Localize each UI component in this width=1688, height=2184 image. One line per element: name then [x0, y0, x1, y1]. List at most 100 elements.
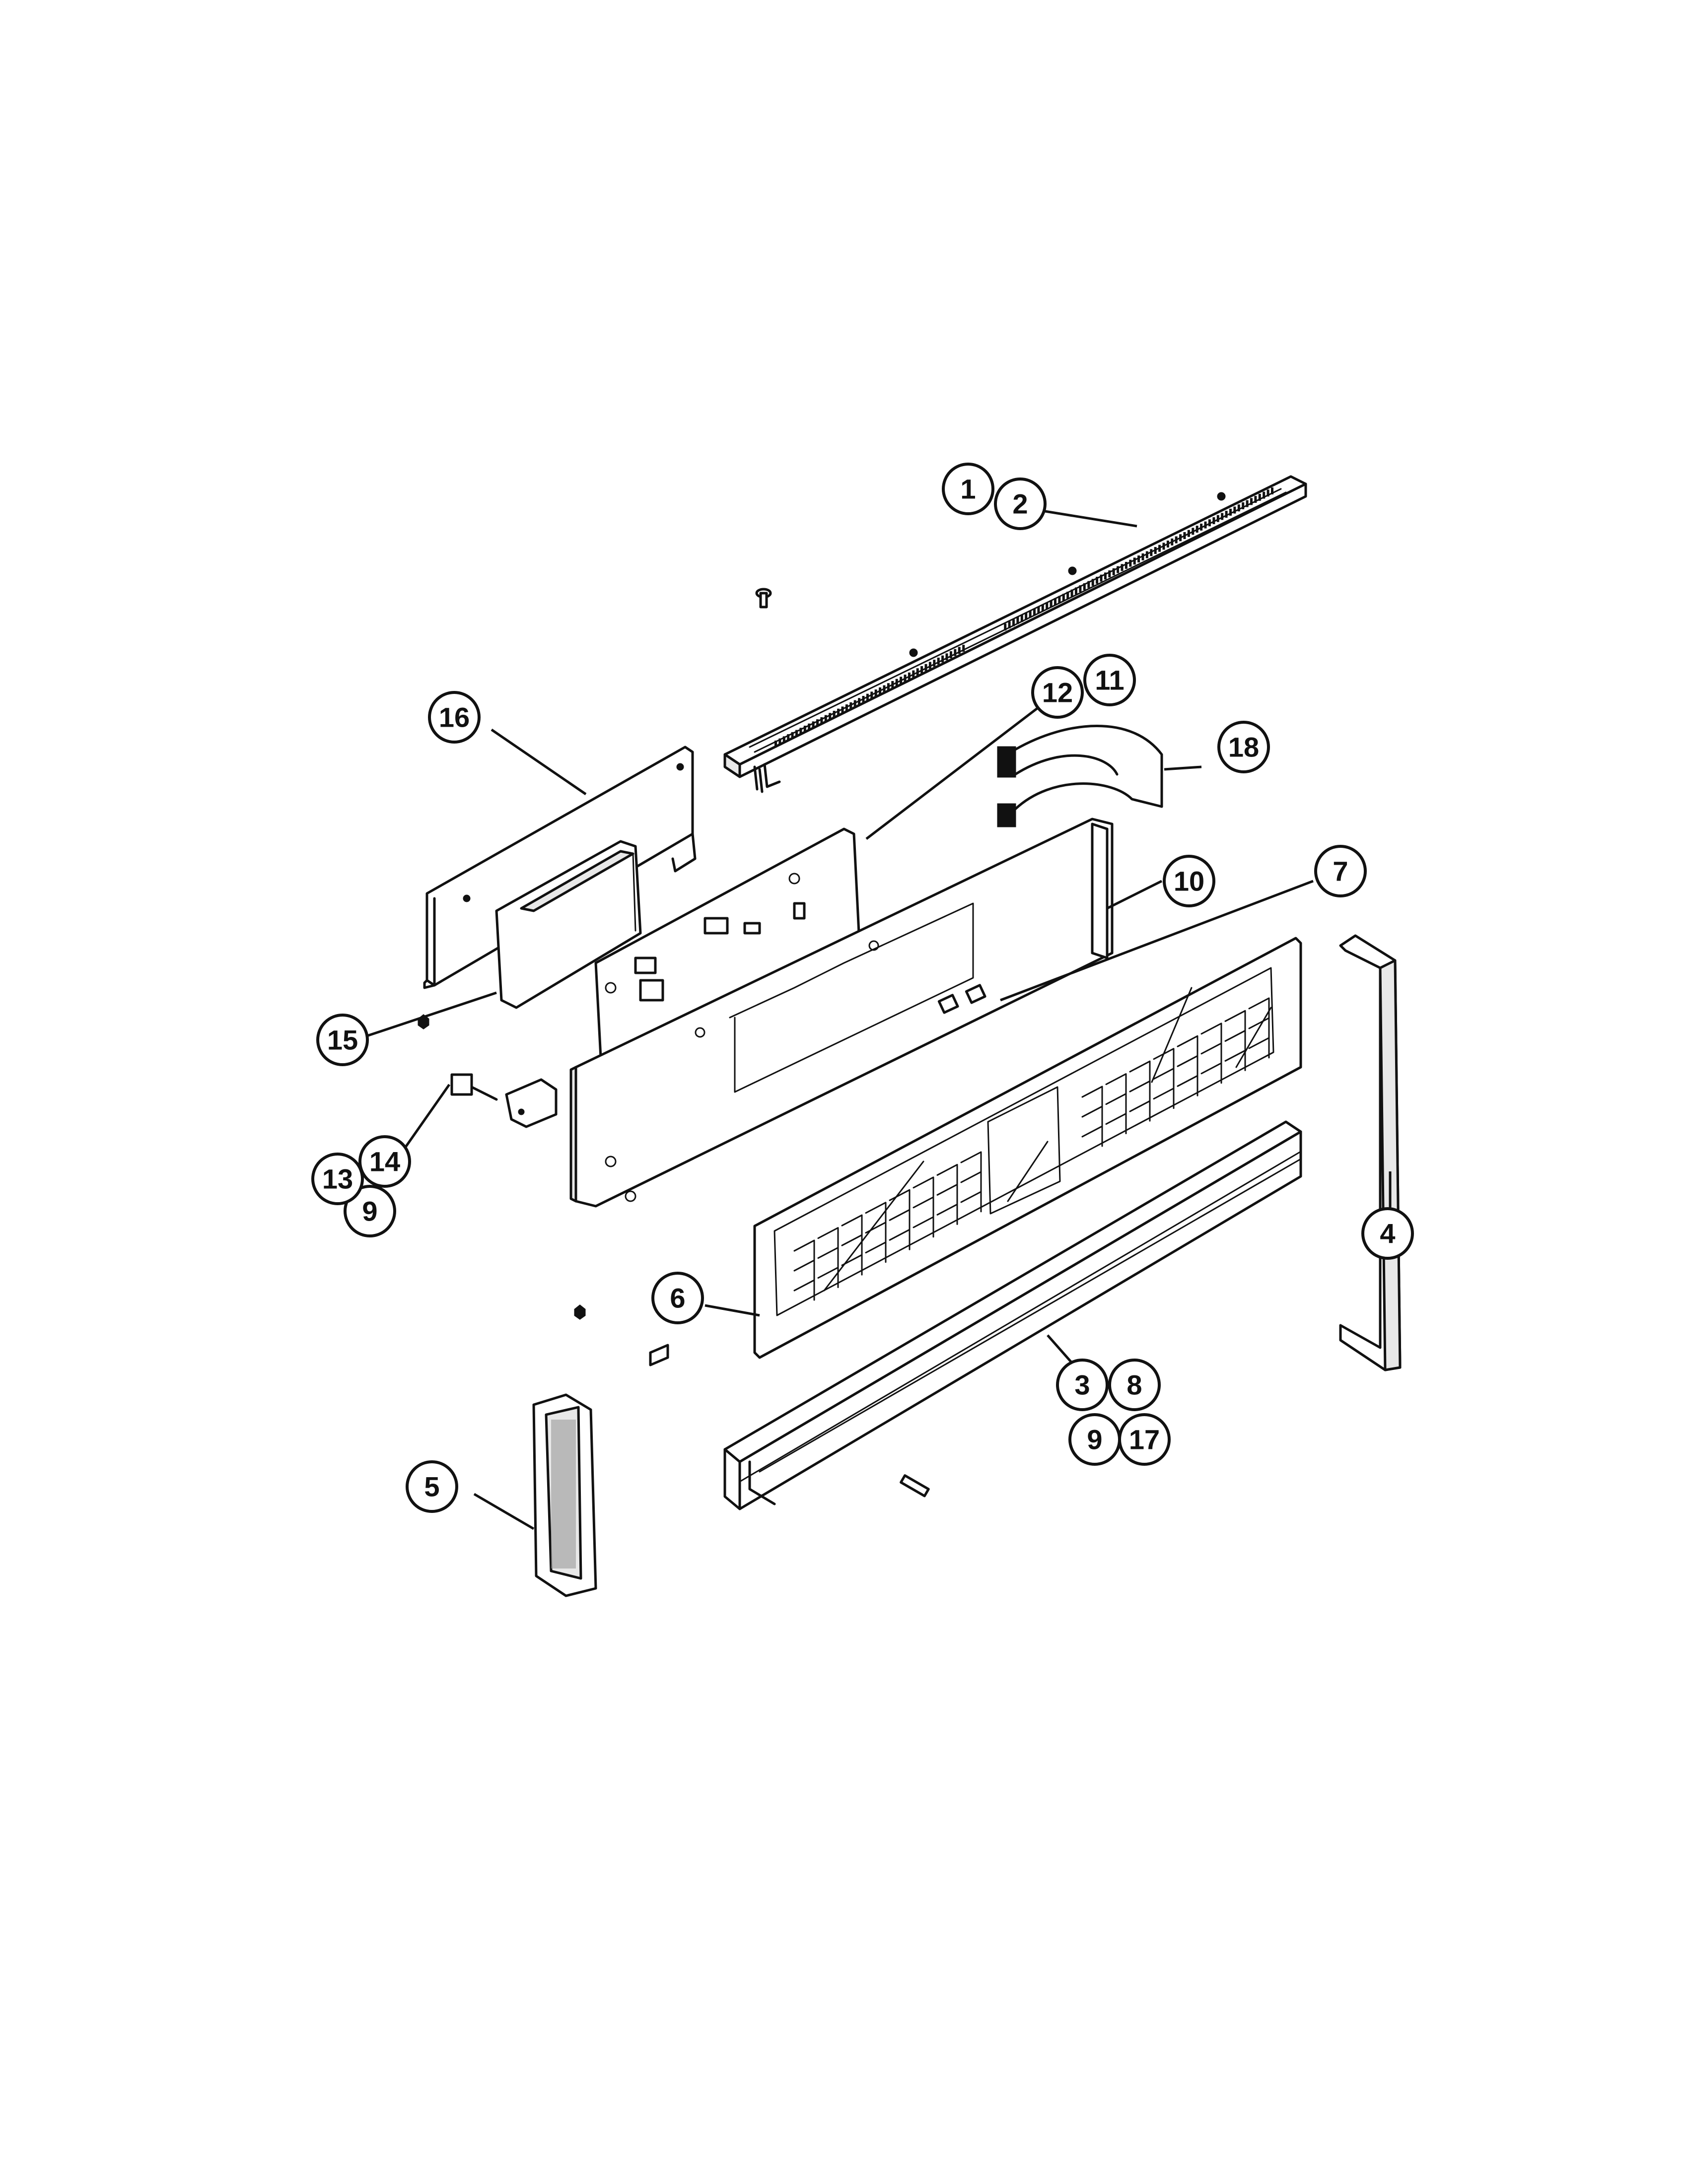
glass-panel-grid-cell — [1177, 1035, 1198, 1057]
vent-slot — [1075, 587, 1077, 595]
glass-panel-grid-cell — [936, 1203, 958, 1225]
vent-slot — [1200, 523, 1203, 531]
vent-slot — [1150, 549, 1153, 556]
vent-slot — [1129, 559, 1132, 567]
vent-slot — [1046, 602, 1049, 610]
glass-panel-grid-cell — [1129, 1080, 1151, 1102]
glass-panel-grid-cell — [960, 1171, 982, 1193]
vent-slot — [1266, 489, 1269, 497]
vent-slot — [1041, 604, 1044, 612]
callout-5: 5 — [406, 1460, 458, 1513]
vent-slot — [924, 664, 927, 671]
vent-slot — [1208, 519, 1211, 527]
svg-text:7: 7 — [1333, 856, 1348, 887]
callout-8: 8 — [1108, 1359, 1161, 1411]
svg-text:2: 2 — [1012, 488, 1028, 520]
part-18-ribbon-cable — [997, 725, 1163, 827]
part-10-panel-frame — [569, 818, 1114, 1208]
glass-panel-grid-cell — [913, 1176, 934, 1198]
glass-panel-grid-cell — [960, 1151, 982, 1173]
callout-13: 13 — [311, 1153, 364, 1205]
vent-slot — [1016, 617, 1019, 624]
vent-slot — [1271, 487, 1273, 494]
vent-slot — [908, 672, 911, 680]
part-4-right-end-cap — [1339, 934, 1402, 1371]
callout-group: 1 2 3 4 5 6 7 8 9 9 10 11 12 13 14 15 16… — [311, 463, 1414, 1513]
svg-text:1: 1 — [960, 474, 976, 505]
svg-text:14: 14 — [369, 1146, 400, 1177]
vent-slot — [912, 670, 915, 678]
vent-slot — [874, 689, 877, 697]
vent-slot — [928, 662, 931, 669]
glass-panel-grid-cell — [960, 1191, 982, 1213]
vent-slot — [958, 647, 961, 654]
callout-17: 17 — [1118, 1413, 1171, 1466]
vent-slot — [820, 717, 823, 724]
glass-panel-grid-cell — [1224, 1010, 1246, 1031]
vent-slot — [1100, 574, 1103, 582]
svg-text:10: 10 — [1174, 866, 1204, 897]
vent-slot — [1221, 513, 1224, 520]
vent-slot — [933, 660, 936, 667]
vent-slot — [841, 706, 844, 714]
vent-slot — [1229, 508, 1232, 516]
glass-panel-grid-cell — [793, 1239, 815, 1261]
glass-panel-grid-cell — [1129, 1060, 1151, 1082]
vent-slot — [1246, 500, 1249, 507]
svg-text:17: 17 — [1129, 1424, 1160, 1455]
glass-panel-grid-cell — [1248, 1037, 1270, 1059]
vent-slot — [1125, 562, 1127, 569]
vent-slot — [1112, 568, 1115, 575]
callout-6: 6 — [651, 1272, 704, 1324]
vent-slot — [1154, 547, 1157, 554]
vent-slot — [1145, 551, 1148, 558]
callout-1: 1 — [942, 463, 994, 515]
callout-14: 14 — [358, 1135, 411, 1188]
glass-panel-grid-cell — [1200, 1042, 1222, 1064]
glass-panel-grid-cell — [1153, 1068, 1175, 1090]
vent-slot — [1237, 504, 1240, 512]
vent-slot — [945, 653, 948, 661]
vent-slot — [1242, 502, 1245, 509]
vent-slot — [900, 677, 903, 684]
vent-slot — [1175, 536, 1178, 544]
vent-slot — [816, 719, 819, 727]
vent-slot — [787, 734, 790, 742]
svg-text:3: 3 — [1074, 1369, 1090, 1401]
vent-slot — [1166, 541, 1169, 548]
vent-slot — [1108, 570, 1111, 578]
glass-panel-grid-cell — [1200, 1023, 1222, 1044]
vent-slot — [795, 730, 798, 737]
vent-slot — [829, 713, 832, 720]
vent-slot — [1162, 543, 1165, 550]
vent-slot — [1192, 528, 1195, 535]
vent-slot — [962, 645, 965, 652]
svg-text:18: 18 — [1228, 732, 1259, 763]
glass-panel-grid-cell — [936, 1163, 958, 1185]
vent-slot — [887, 683, 890, 690]
glass-panel-grid-cell — [1177, 1055, 1198, 1077]
vent-slot — [812, 721, 815, 729]
glass-panel-grid-cell — [1081, 1086, 1103, 1107]
glass-panel-grid-cell — [817, 1247, 839, 1269]
glass-panel-grid-cell — [1224, 1029, 1246, 1051]
glass-panel-grid-cell — [1248, 1017, 1270, 1039]
svg-text:5: 5 — [424, 1471, 439, 1502]
vent-slot — [1196, 526, 1198, 533]
part-3-bottom-extrusion — [723, 1120, 1302, 1510]
vent-slot — [941, 655, 944, 663]
vent-slot — [778, 738, 781, 746]
vent-slot — [891, 681, 894, 688]
vent-slot — [824, 715, 827, 722]
vent-slot — [1008, 621, 1011, 628]
glass-panel-grid-cell — [936, 1183, 958, 1205]
vent-slot — [1054, 598, 1056, 605]
vent-slot — [791, 732, 794, 739]
callout-7: 7 — [1314, 845, 1367, 897]
vent-slot — [916, 668, 919, 676]
callout-3: 3 — [1056, 1359, 1109, 1411]
glass-panel-grid-cell — [889, 1228, 911, 1250]
vent-slot — [1104, 572, 1107, 580]
glass-panel-grid-cell — [793, 1259, 815, 1281]
glass-panel-grid-cell — [1105, 1113, 1127, 1135]
